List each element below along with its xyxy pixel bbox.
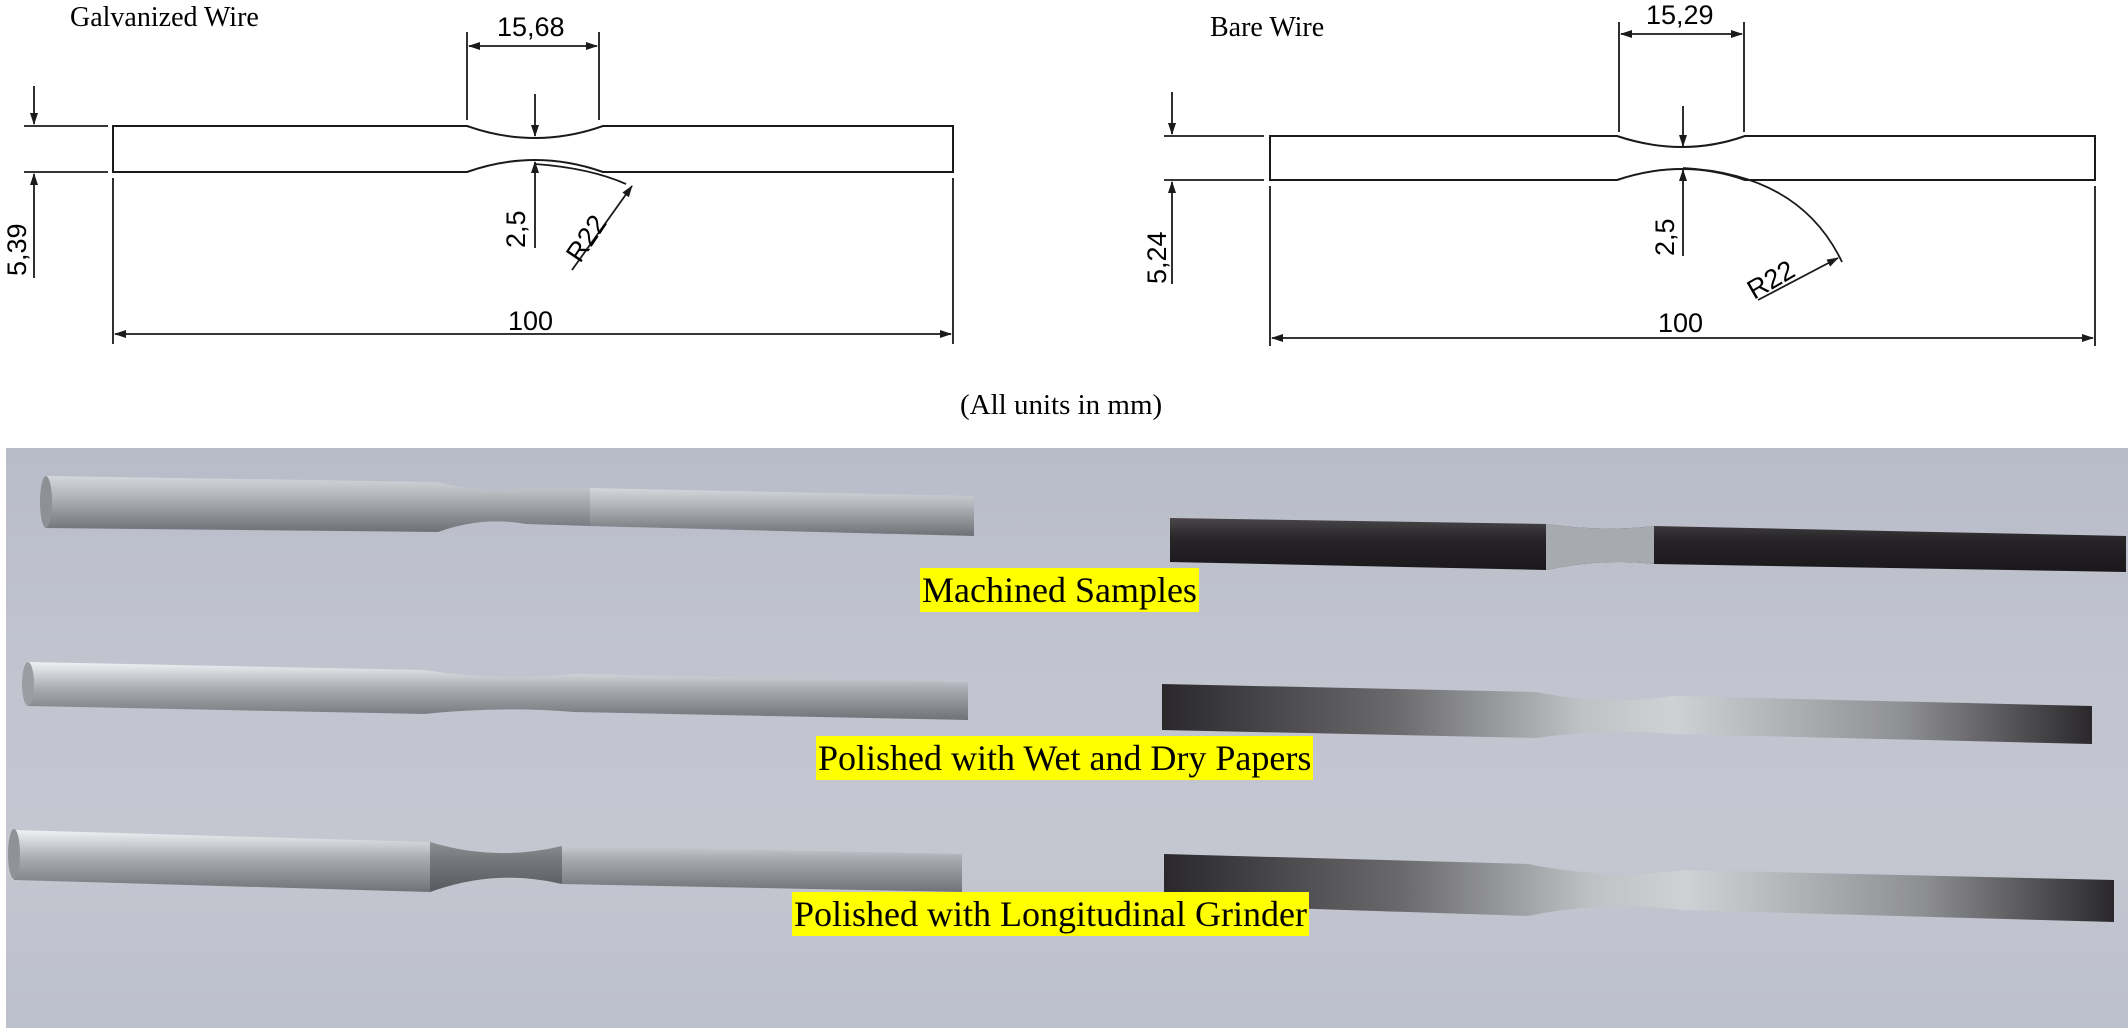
specimen-photo: Machined Samples Polished with Wet and D… [6, 448, 2128, 1028]
bare-total-length-label: 100 [1658, 308, 1703, 338]
bare-radius-label: R22 [1742, 254, 1800, 305]
machined-samples-label: Machined Samples [920, 568, 1199, 612]
galvanized-total-length-label: 100 [508, 306, 553, 336]
galvanized-neck-diameter-label: 2,5 [501, 210, 531, 248]
galvanized-specimen-outline [112, 125, 954, 173]
longitudinal-grinder-label: Polished with Longitudinal Grinder [792, 892, 1309, 936]
bare-title: Bare Wire [1210, 12, 1324, 43]
bare-diameter-label: 5,24 [1142, 231, 1172, 284]
bare-drawing: Bare Wire 5,24 15,29 2,5 R22 100 [1142, 0, 2096, 346]
units-note: (All units in mm) [960, 389, 1162, 421]
galvanized-radius-label: R22 [560, 210, 613, 268]
galvanized-drawing: Galvanized Wire 5,39 15,68 2,5 R22 100 [2, 2, 954, 344]
machined-galvanized-rod [40, 476, 974, 536]
galvanized-diameter-label: 5,39 [2, 223, 32, 276]
bare-neck-diameter-label: 2,5 [1650, 218, 1680, 256]
technical-drawing: Galvanized Wire 5,39 15,68 2,5 R22 100 B… [2, 0, 2096, 421]
bare-gauge-length-label: 15,29 [1646, 0, 1714, 30]
bare-specimen-outline [1269, 135, 2096, 181]
specimen-photo-rods [8, 476, 2126, 922]
grinder-bare-rod [1164, 854, 2114, 922]
wet-dry-papers-label: Polished with Wet and Dry Papers [816, 736, 1314, 780]
wetdry-bare-rod [1162, 684, 2092, 744]
wetdry-galvanized-rod [22, 662, 968, 720]
grinder-galvanized-rod [8, 829, 962, 892]
galvanized-title: Galvanized Wire [70, 2, 259, 33]
galvanized-gauge-length-label: 15,68 [497, 12, 565, 42]
machined-bare-rod [1170, 518, 2126, 572]
